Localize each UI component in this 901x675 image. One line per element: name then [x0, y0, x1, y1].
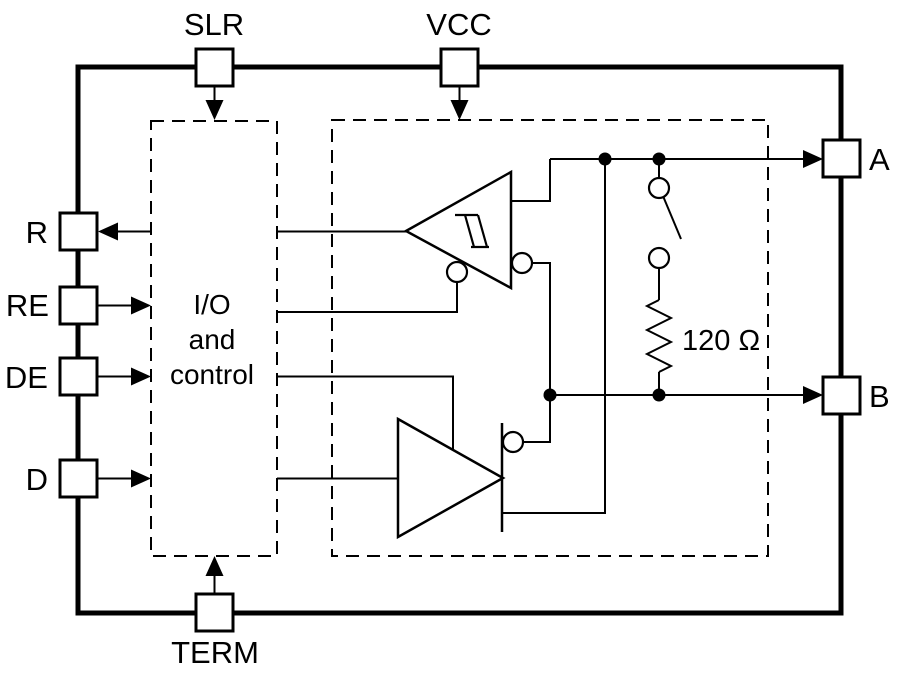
- wire-receiver-input-b: [532, 262, 551, 395]
- arrowhead-vcc: [450, 100, 469, 120]
- switch-bottom-contact: [647, 246, 671, 270]
- wire-driver-output-b: [523, 396, 551, 443]
- pin-de: [58, 356, 99, 397]
- receiver-triangle: [403, 169, 513, 291]
- pin-slr-label: SLR: [184, 7, 244, 42]
- pin-re-label: RE: [6, 288, 49, 323]
- pin-b-label: B: [869, 379, 890, 414]
- pin-de-label: DE: [5, 360, 48, 395]
- termination-resistor-label: 120 Ω: [682, 325, 760, 357]
- pin-re: [58, 285, 99, 326]
- pin-slr: [194, 47, 235, 88]
- receiver-inverting-input-bubble: [510, 251, 534, 275]
- arrowhead-de: [131, 367, 151, 386]
- driver-triangle: [396, 416, 506, 540]
- pin-a-label: A: [869, 142, 890, 177]
- wire-receiver-input-a: [511, 159, 551, 202]
- pin-a: [821, 138, 862, 179]
- wire-driver-enable: [277, 375, 454, 449]
- junction-dot-a1: [598, 152, 612, 166]
- receiver-enable-bubble: [445, 260, 469, 284]
- arrowhead-re: [131, 296, 151, 315]
- switch-blade: [662, 195, 682, 240]
- io-control-line1: I/O: [193, 289, 230, 320]
- arrowhead-a: [803, 150, 823, 168]
- pin-vcc: [439, 47, 480, 88]
- arrowhead-d: [131, 469, 151, 488]
- io-control-label: I/O and control: [170, 289, 254, 390]
- pin-r-label: R: [26, 215, 48, 250]
- pin-b: [821, 375, 862, 416]
- io-control-line2: and: [189, 324, 236, 355]
- pin-r: [58, 211, 99, 252]
- wire-receiver-enable: [277, 283, 458, 313]
- driver-inverting-output-bubble: [501, 430, 525, 454]
- wire-driver-output-a: [502, 159, 606, 514]
- arrowhead-b: [803, 386, 823, 404]
- termination-resistor: [644, 299, 674, 373]
- pin-vcc-label: VCC: [426, 7, 491, 42]
- arrowhead-term: [205, 556, 224, 576]
- pin-d-label: D: [26, 462, 48, 497]
- hysteresis-icon: [455, 213, 489, 249]
- pin-term: [194, 592, 235, 633]
- pin-d: [58, 458, 99, 499]
- junction-dot-b2: [652, 388, 666, 402]
- junction-dot-b1: [543, 388, 557, 402]
- pin-term-label: TERM: [171, 635, 259, 670]
- junction-dot-a2: [652, 152, 666, 166]
- arrowhead-slr: [205, 100, 224, 120]
- switch-top-contact: [647, 176, 671, 200]
- io-control-box: [150, 120, 278, 557]
- arrowhead-r: [98, 222, 118, 241]
- io-control-line3: control: [170, 359, 254, 390]
- transceiver-box: [331, 119, 769, 557]
